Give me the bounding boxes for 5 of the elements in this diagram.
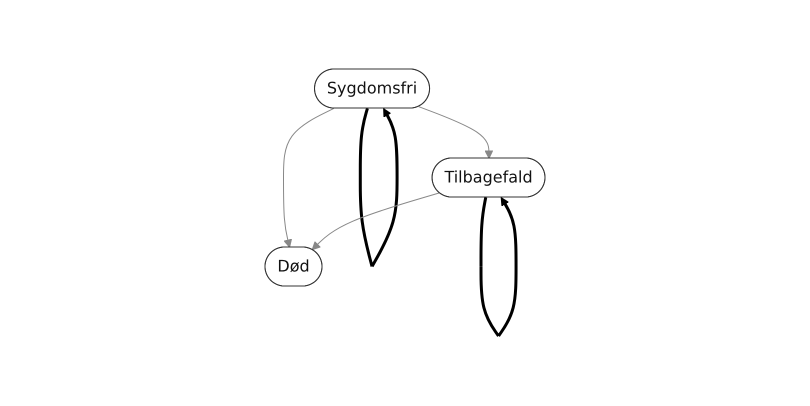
arrow [283, 108, 334, 248]
arrow [418, 106, 494, 160]
arrow [358, 108, 399, 268]
arrow [312, 192, 440, 251]
arrow [480, 198, 518, 338]
